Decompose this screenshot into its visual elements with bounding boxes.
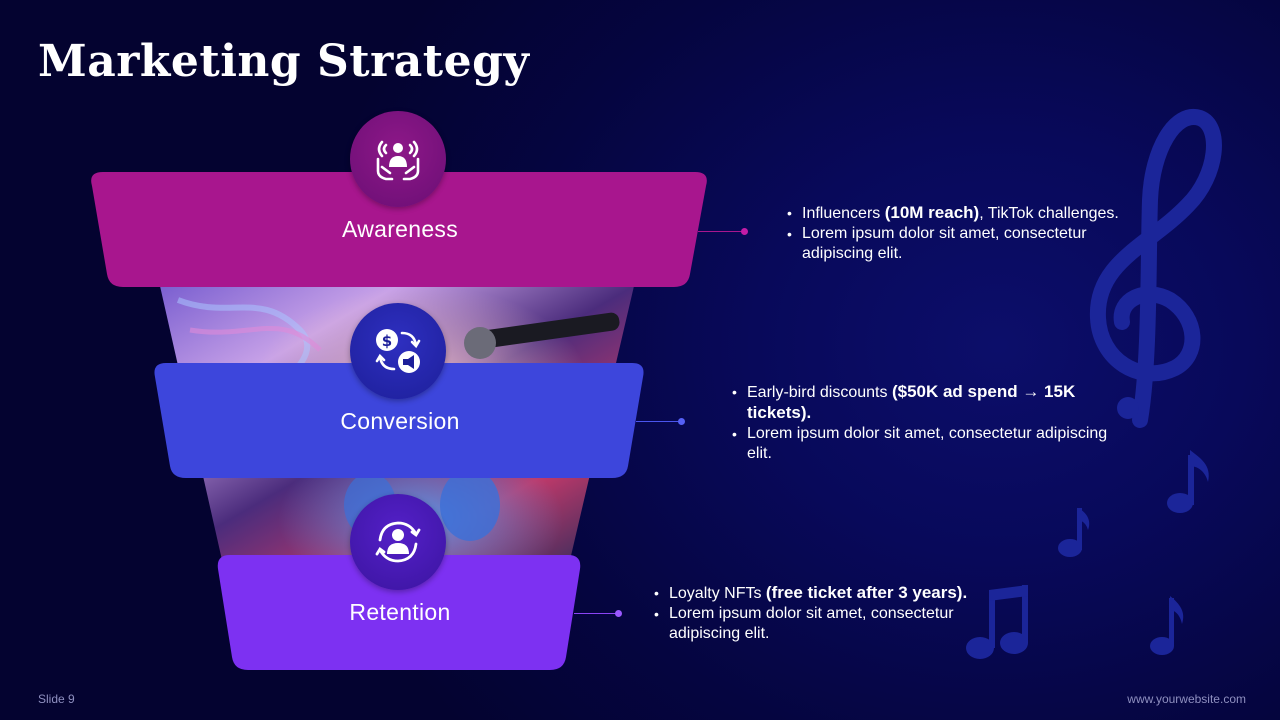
bullet-item: Lorem ipsum dolor sit amet, consectetur … [732,424,1112,464]
bullet-item: Early-bird discounts ($50K ad spend → 15… [732,382,1112,424]
conversion-icon-circle: $ [350,303,446,399]
conversion-band [154,363,644,478]
money-megaphone-exchange-icon: $ [375,329,421,373]
slide-number: Slide 9 [38,692,75,706]
awareness-connector [698,231,744,232]
website-link[interactable]: www.yourwebsite.com [1127,692,1246,706]
person-cycle-arrows-icon [375,521,421,563]
retention-icon-circle [350,494,446,590]
sixteenth-note-icon [1058,508,1090,557]
svg-text:$: $ [382,332,392,350]
eighth-note-icon [1167,450,1209,513]
bullet-item: Lorem ipsum dolor sit amet, consectetur … [787,224,1157,264]
conversion-label: Conversion [340,408,460,434]
awareness-bullets: Influencers (10M reach), TikTok challeng… [787,203,1157,264]
conversion-connector [636,421,682,422]
microphone-head-icon [464,327,496,359]
retention-connector [574,613,620,614]
bullet-item: Loyalty NFTs (free ticket after 3 years)… [654,583,1004,604]
microphone-icon [470,312,620,350]
retention-connector-dot [615,610,622,617]
awareness-connector-dot [741,228,748,235]
slide-title: Marketing Strategy [38,36,530,87]
bullet-item: Influencers (10M reach), TikTok challeng… [787,203,1157,224]
retention-band [217,555,581,670]
awareness-band [91,172,707,287]
retention-label: Retention [349,599,451,625]
conversion-connector-dot [678,418,685,425]
hands-person-broadcast-icon [376,140,420,181]
treble-clef-tail-icon [1117,397,1139,419]
retention-bullets: Loyalty NFTs (free ticket after 3 years)… [654,583,1004,644]
bullet-item: Lorem ipsum dolor sit amet, consectetur … [654,604,1004,644]
conversion-bullets: Early-bird discounts ($50K ad spend → 15… [732,382,1112,464]
awareness-label: Awareness [341,216,459,242]
quarter-note-icon [1150,596,1184,655]
awareness-icon-circle [350,111,446,207]
